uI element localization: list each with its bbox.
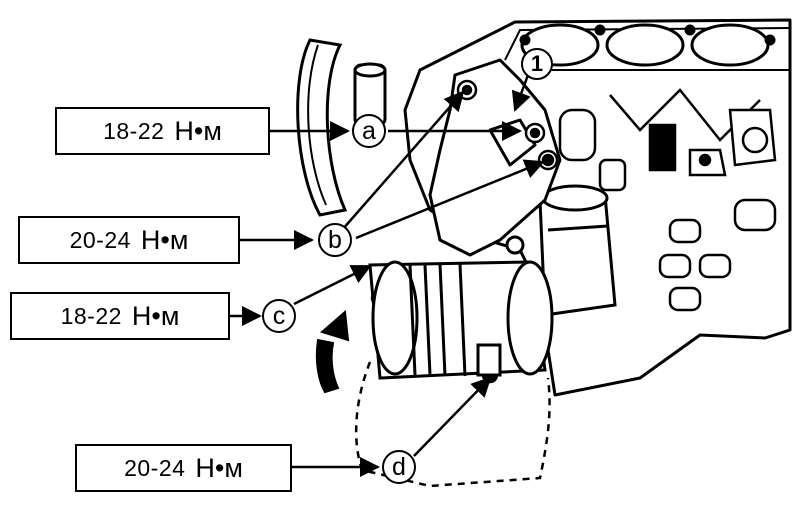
- ac-compressor: [368, 260, 554, 380]
- torque-value-c: 18-22: [60, 302, 122, 329]
- reference-number-1: 1: [521, 48, 553, 80]
- torque-unit-d: Н•м: [195, 452, 243, 483]
- torque-label-a: 18-22 Н•м: [55, 107, 270, 155]
- callout-b: b: [318, 223, 352, 257]
- callout-d: d: [382, 450, 416, 484]
- cylinder-bores: [519, 23, 776, 67]
- callout-a: a: [352, 114, 386, 148]
- rotation-arrow: [315, 309, 350, 394]
- torque-value-a: 18-22: [103, 117, 165, 144]
- torque-unit-c: Н•м: [131, 300, 180, 331]
- torque-label-d: 20-24 Н•м: [75, 444, 292, 492]
- torque-label-c: 18-22 Н•м: [10, 292, 230, 340]
- block-details: [558, 88, 777, 312]
- callout-c: c: [262, 299, 296, 333]
- pulley: [296, 38, 387, 217]
- torque-unit-a: Н•м: [174, 115, 222, 146]
- torque-value-b: 20-24: [69, 226, 131, 253]
- torque-unit-b: Н•м: [140, 224, 189, 255]
- leader-lines: [230, 74, 545, 477]
- belt-outline-dashed: [354, 361, 551, 488]
- oil-filter: [538, 184, 617, 317]
- torque-value-d: 20-24: [124, 454, 186, 481]
- torque-label-b: 20-24 Н•м: [18, 216, 240, 264]
